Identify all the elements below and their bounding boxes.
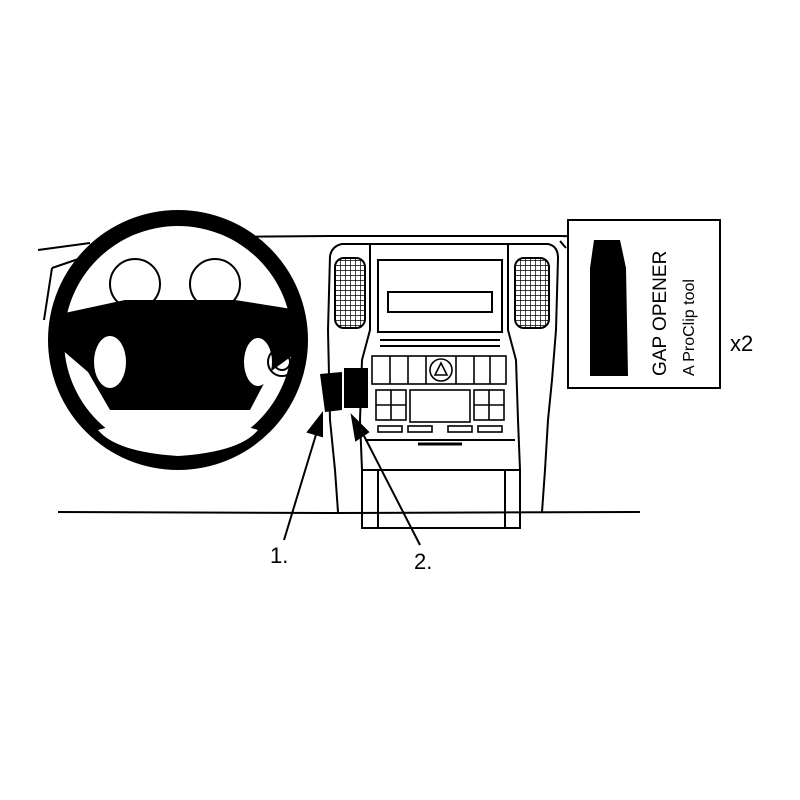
mount-clips <box>320 368 368 412</box>
arrow-1-head <box>306 411 323 438</box>
callout-label-2: 2. <box>414 549 432 574</box>
radio-unit <box>377 259 503 347</box>
callout-arrows <box>283 411 421 546</box>
button-row <box>371 355 507 385</box>
gap-opener-box: GAP OPENER A ProClip tool <box>567 219 721 389</box>
steering-hub <box>60 300 300 410</box>
arrow-2-line <box>361 431 421 546</box>
hazard-button <box>429 358 453 382</box>
mount-clip-2 <box>344 368 368 408</box>
left-air-vent <box>334 257 366 329</box>
quantity-label: x2 <box>730 331 753 356</box>
tool-title: GAP OPENER <box>650 251 671 376</box>
center-console <box>326 243 560 529</box>
ignition-knob <box>267 347 297 377</box>
mount-clip-1 <box>320 372 342 412</box>
callout-label-1: 1. <box>270 543 288 568</box>
climate-display <box>409 389 471 423</box>
arrow-2-head <box>350 413 370 442</box>
gap-opener-tool-icon <box>590 240 628 376</box>
radio-display <box>387 291 493 313</box>
right-air-vent <box>514 257 550 329</box>
arrow-1-line <box>283 427 319 541</box>
hazard-icon <box>433 361 449 376</box>
tool-subtitle: A ProClip tool <box>681 279 698 376</box>
steering-wheel <box>48 210 308 470</box>
climate-panel <box>375 389 505 433</box>
